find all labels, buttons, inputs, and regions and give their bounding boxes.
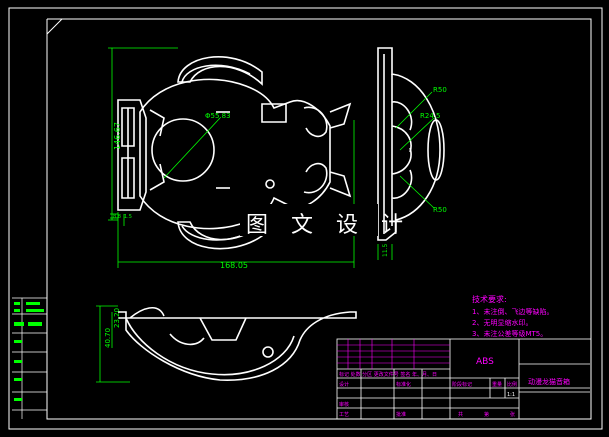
tech-req-title: 技术要求: xyxy=(472,294,507,304)
scale-value: 1:1 xyxy=(507,392,515,398)
label-review: 审核 xyxy=(339,401,349,408)
outer-frame xyxy=(8,7,603,430)
tech-req-item-2: 2、无明显缩水印。 xyxy=(472,318,532,327)
label-sheet: 第 xyxy=(484,411,489,418)
dim-overall-height: 146.67 xyxy=(113,122,122,150)
label-pages: 张 xyxy=(510,411,515,418)
bottom-view-dimensions xyxy=(96,305,130,383)
label-craft: 工艺 xyxy=(339,412,349,418)
label-sheet-total: 共 xyxy=(458,411,463,418)
watermark-backdrop xyxy=(240,204,378,236)
radius-mid: R24.5 xyxy=(420,112,440,120)
front-view xyxy=(117,56,352,250)
watermark-text: 图 文 设 计 xyxy=(246,213,411,238)
title-block-header-row: 标记 处数 分区 更改文件号 签名 年、月、日 xyxy=(339,371,437,378)
dim-side-height: 40.70 xyxy=(104,328,112,348)
label-standardize: 标准化 xyxy=(396,381,411,388)
label-design: 设计 xyxy=(339,381,349,388)
dim-small-left-1: 8.8 xyxy=(113,214,121,220)
front-view-dimensions xyxy=(108,47,355,268)
side-view xyxy=(377,47,445,241)
corner-notch xyxy=(46,18,63,36)
dim-hole-diameter: Φ55.83 xyxy=(205,112,231,120)
left-margin-strip xyxy=(12,297,47,419)
title-block-material: ABS xyxy=(476,357,494,367)
side-view-dimensions xyxy=(377,91,435,260)
radius-bottom: R50 xyxy=(433,206,447,214)
title-block-part-name: 动漫龙猫音箱 xyxy=(528,377,570,386)
dim-small-left-2: 1.5 xyxy=(124,214,132,220)
bottom-view xyxy=(118,307,357,381)
label-approve: 批准 xyxy=(396,411,406,418)
label-stage: 阶段标记 xyxy=(452,381,472,388)
label-weight: 重量 xyxy=(492,381,502,388)
tech-req-item-1: 1、未注倒、飞边等缺陷。 xyxy=(472,307,553,316)
dim-side-inner: 23.20 xyxy=(113,308,121,328)
label-scale: 比例 xyxy=(507,381,517,388)
dim-right-bottom: 11.5 xyxy=(382,243,389,257)
title-block-grid-magenta xyxy=(337,339,450,369)
radius-top: R50 xyxy=(433,86,447,94)
tech-req-item-3: 3、未注公差等级MT5。 xyxy=(472,329,547,338)
dim-overall-width: 168.05 xyxy=(220,261,248,270)
title-block xyxy=(336,338,592,420)
